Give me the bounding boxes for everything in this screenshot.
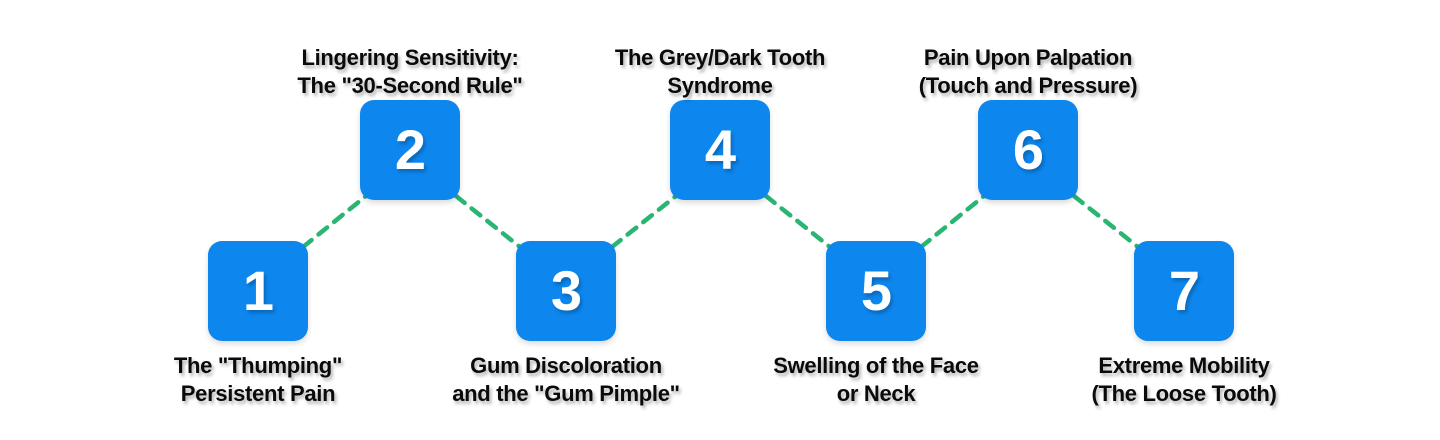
step-node-7[interactable]: 7 <box>1134 241 1234 341</box>
step-number-5: 5 <box>860 259 892 322</box>
step-label-2: Lingering Sensitivity: The "30-Second Ru… <box>297 44 523 98</box>
step-label-7: Extreme Mobility (The Loose Tooth) <box>1091 353 1277 407</box>
step-node-4[interactable]: 4 <box>670 100 770 200</box>
step-number-4: 4 <box>704 118 736 181</box>
step-node-1[interactable]: 1 <box>208 241 308 341</box>
step-number-3: 3 <box>550 259 582 322</box>
connector-6-7 <box>1071 193 1141 250</box>
step-node-5[interactable]: 5 <box>826 241 926 341</box>
step-number-7: 7 <box>1168 259 1200 322</box>
step-number-6: 6 <box>1012 118 1044 181</box>
step-node-6[interactable]: 6 <box>978 100 1078 200</box>
connector-2-3 <box>453 193 523 250</box>
connector-4-5 <box>763 193 833 250</box>
step-number-1: 1 <box>242 259 274 322</box>
step-node-3[interactable]: 3 <box>516 241 616 341</box>
step-label-1: The "Thumping" Persistent Pain <box>173 353 343 407</box>
step-label-3: Gum Discoloration and the "Gum Pimple" <box>452 353 680 407</box>
connector-5-6 <box>918 193 987 250</box>
step-node-2[interactable]: 2 <box>360 100 460 200</box>
step-label-5: Swelling of the Face or Neck <box>773 353 979 407</box>
step-label-6: Pain Upon Palpation (Touch and Pressure) <box>918 44 1138 98</box>
connector-1-2 <box>300 193 369 250</box>
step-label-4: The Grey/Dark Tooth Syndrome <box>614 44 826 98</box>
step-number-2: 2 <box>394 118 426 181</box>
connector-3-4 <box>609 193 679 250</box>
